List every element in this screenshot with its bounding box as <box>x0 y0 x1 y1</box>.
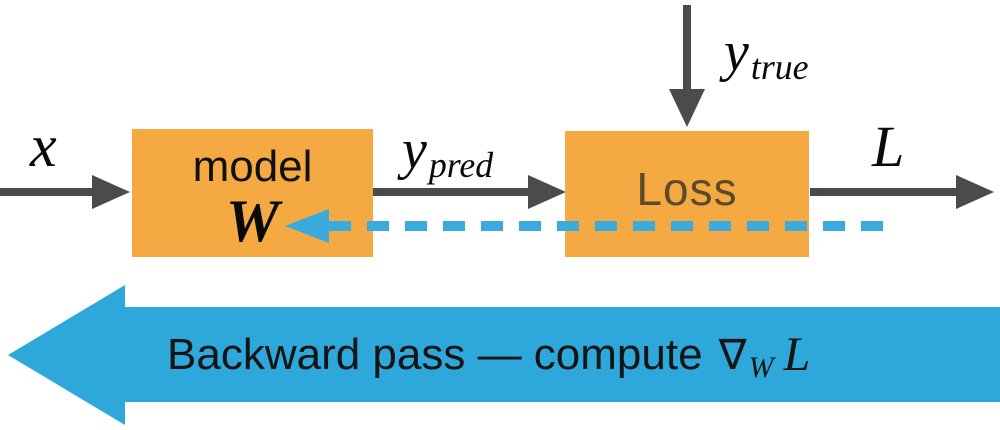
model-box: model W <box>132 129 373 257</box>
backward-arrow-body <box>125 307 1000 402</box>
output-arrow-shaft <box>810 188 958 196</box>
input-arrow-head-icon <box>92 175 130 209</box>
true-arrow-head-icon <box>669 89 705 127</box>
pred-label: ypred <box>402 119 493 183</box>
model-weights-label: W <box>225 188 280 254</box>
true-label-sub: true <box>750 46 809 87</box>
true-label-base: y <box>724 21 749 83</box>
backward-arrow-head-icon <box>8 285 125 425</box>
pred-label-sub: pred <box>428 144 494 185</box>
backward-text: Backward pass — compute <box>167 329 703 379</box>
pred-arrow-head-icon <box>528 175 566 209</box>
nabla-icon: ∇ <box>718 329 747 379</box>
gradient-arrow-head-icon <box>285 209 329 243</box>
gradient-dashed-line <box>329 221 883 231</box>
true-label: ytrue <box>724 21 809 85</box>
nabla-subscript: W <box>748 350 774 384</box>
loss-box: Loss <box>565 131 809 257</box>
nabla-argument: L <box>783 327 811 381</box>
input-arrow-shaft <box>0 188 100 196</box>
pred-arrow-shaft <box>373 188 531 196</box>
pred-label-base: y <box>402 119 427 181</box>
true-arrow-shaft <box>683 5 691 91</box>
loss-label: Loss <box>636 163 738 215</box>
output-arrow-head-icon <box>956 175 994 209</box>
output-label: L <box>872 114 905 179</box>
input-label: x <box>30 113 57 179</box>
model-label: model <box>192 142 313 191</box>
